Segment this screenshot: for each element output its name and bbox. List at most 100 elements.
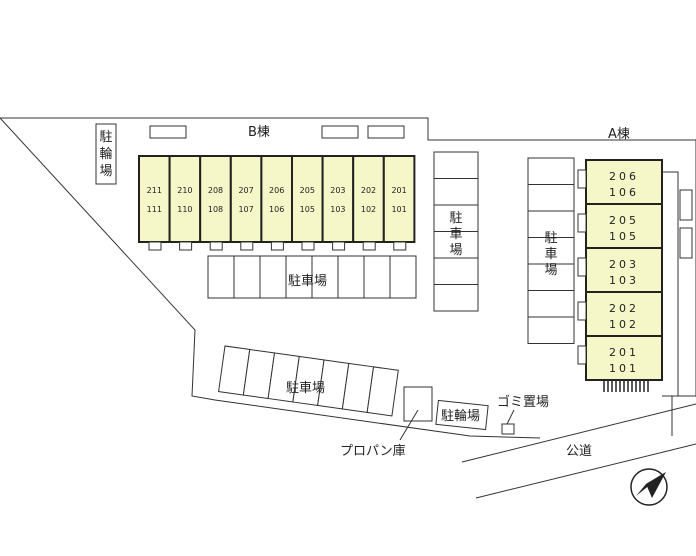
- unit-a-lower-number: 106: [609, 186, 639, 199]
- parking-stall: [433, 178, 479, 206]
- unit-b-porch: [179, 241, 193, 251]
- unit-a-porch: [577, 301, 587, 321]
- parking-stall: [207, 255, 235, 299]
- parking-middle-label: 駐車場: [449, 211, 462, 258]
- unit-b: [352, 155, 385, 243]
- unit-b-upper-number: 201: [391, 186, 406, 195]
- unit-b-lower-number: 106: [269, 205, 284, 214]
- parking-stall: [527, 290, 575, 318]
- unit-a-lower-number: 103: [609, 274, 639, 287]
- unit-b-upper-number: 210: [177, 186, 192, 195]
- unit-b: [321, 155, 355, 243]
- parking-stall: [363, 255, 391, 299]
- unit-a-porch: [577, 345, 587, 365]
- unit-b: [260, 155, 293, 243]
- parking-middle-char: 駐: [449, 211, 462, 226]
- parking-stall: [433, 204, 479, 232]
- parking-stall: [366, 366, 399, 417]
- unit-b-porch: [301, 241, 315, 251]
- parking-stall: [433, 231, 479, 259]
- bicycle-parking-lower: [435, 399, 489, 431]
- unit-a-upper-number: 205: [609, 214, 639, 227]
- road-edge-lower: [475, 443, 696, 499]
- unit-b: [229, 155, 263, 243]
- unit-b-lower-number: 101: [391, 205, 406, 214]
- parking-stall: [337, 255, 365, 299]
- unit-b-porch: [148, 241, 162, 251]
- garbage-area: [501, 423, 515, 435]
- bicycle-parking-left-char: 輪: [99, 146, 112, 162]
- unit-a-lower-number: 101: [609, 362, 639, 375]
- unit-a-lower-number: 105: [609, 230, 639, 243]
- parking-stall: [433, 151, 479, 179]
- unit-b-lower-number: 105: [300, 205, 315, 214]
- unit-a-upper-number: 206: [609, 170, 639, 183]
- unit-a-upper-number: 202: [609, 302, 639, 315]
- site-boundary: [0, 117, 541, 439]
- unit-b-porch: [393, 241, 407, 251]
- parking-stall: [527, 316, 575, 344]
- building-a-label: A棟: [608, 127, 630, 142]
- unit-b-lower-number: 110: [177, 205, 192, 214]
- parking-a-char: 車: [544, 247, 557, 262]
- unit-a-porch: [577, 169, 587, 189]
- unit-b-upper-number: 211: [147, 186, 162, 195]
- parking-stall: [285, 255, 313, 299]
- compass-north-icon: [630, 468, 668, 506]
- building-b-label: B棟: [248, 125, 270, 140]
- unit-b-upper-number: 208: [208, 186, 223, 195]
- unit-b-upper-number: 206: [269, 186, 284, 195]
- unit-a: [585, 203, 663, 249]
- parking-middle: [433, 151, 479, 312]
- unit-a-lower-number: 102: [609, 318, 639, 331]
- unit-b-porch: [209, 241, 223, 251]
- unit-b-lower-number: 103: [330, 205, 345, 214]
- unit-b: [291, 155, 324, 243]
- bicycle-parking-left-label: 駐輪場: [99, 130, 112, 179]
- unit-b-porch: [240, 241, 254, 251]
- unit-b-upper-number: 207: [238, 186, 253, 195]
- building-a-stair: [679, 227, 693, 259]
- unit-b: [168, 155, 202, 243]
- building-b: B棟 2111112101102081082071072061062051052…: [138, 125, 416, 251]
- propane-storage: [403, 386, 433, 422]
- parking-a: [527, 157, 575, 344]
- site-boundary-top: [0, 117, 696, 141]
- unit-b-lower-number: 107: [238, 205, 253, 214]
- parking-lower-label: 駐車場: [286, 381, 325, 396]
- parking-stall: [233, 255, 261, 299]
- unit-b-porch: [332, 241, 346, 251]
- parking-b-label: 駐車場: [288, 274, 327, 289]
- bicycle-parking-left: [95, 123, 117, 185]
- parking-stall: [311, 255, 339, 299]
- bicycle-parking-left-char: 場: [99, 164, 112, 179]
- unit-b-porch: [270, 241, 284, 251]
- garbage-area-label: ゴミ置場: [497, 394, 549, 410]
- unit-a-upper-number: 201: [609, 346, 639, 359]
- parking-b: [207, 255, 417, 299]
- unit-b: [138, 155, 171, 243]
- unit-b-lower-number: 102: [361, 205, 376, 214]
- unit-b-upper-number: 205: [300, 186, 315, 195]
- parking-stall: [527, 210, 575, 238]
- parking-a-char: 駐: [544, 231, 557, 246]
- site-boundary-right: [671, 140, 696, 436]
- parking-stall: [527, 263, 575, 291]
- building-a: A棟 206 106 205 105 203 103 202 102 201 101: [577, 127, 693, 397]
- parking-middle-char: 車: [449, 227, 462, 242]
- road-edge-upper: [461, 403, 696, 463]
- parking-a-char: 場: [544, 263, 557, 278]
- bicycle-parking-lower-label: 駐輪場: [441, 408, 480, 424]
- parking-lower: [218, 345, 399, 417]
- parking-stall: [259, 255, 287, 299]
- unit-b-porch: [362, 241, 376, 251]
- unit-b-upper-number: 203: [330, 186, 345, 195]
- propane-storage-label: プロパン庫: [340, 444, 406, 459]
- building-a-balcony: [662, 171, 679, 397]
- parking-middle-char: 場: [449, 243, 462, 258]
- unit-b: [382, 155, 416, 243]
- unit-a-upper-number: 203: [609, 258, 639, 271]
- parking-stall: [433, 284, 479, 312]
- unit-b: [199, 155, 232, 243]
